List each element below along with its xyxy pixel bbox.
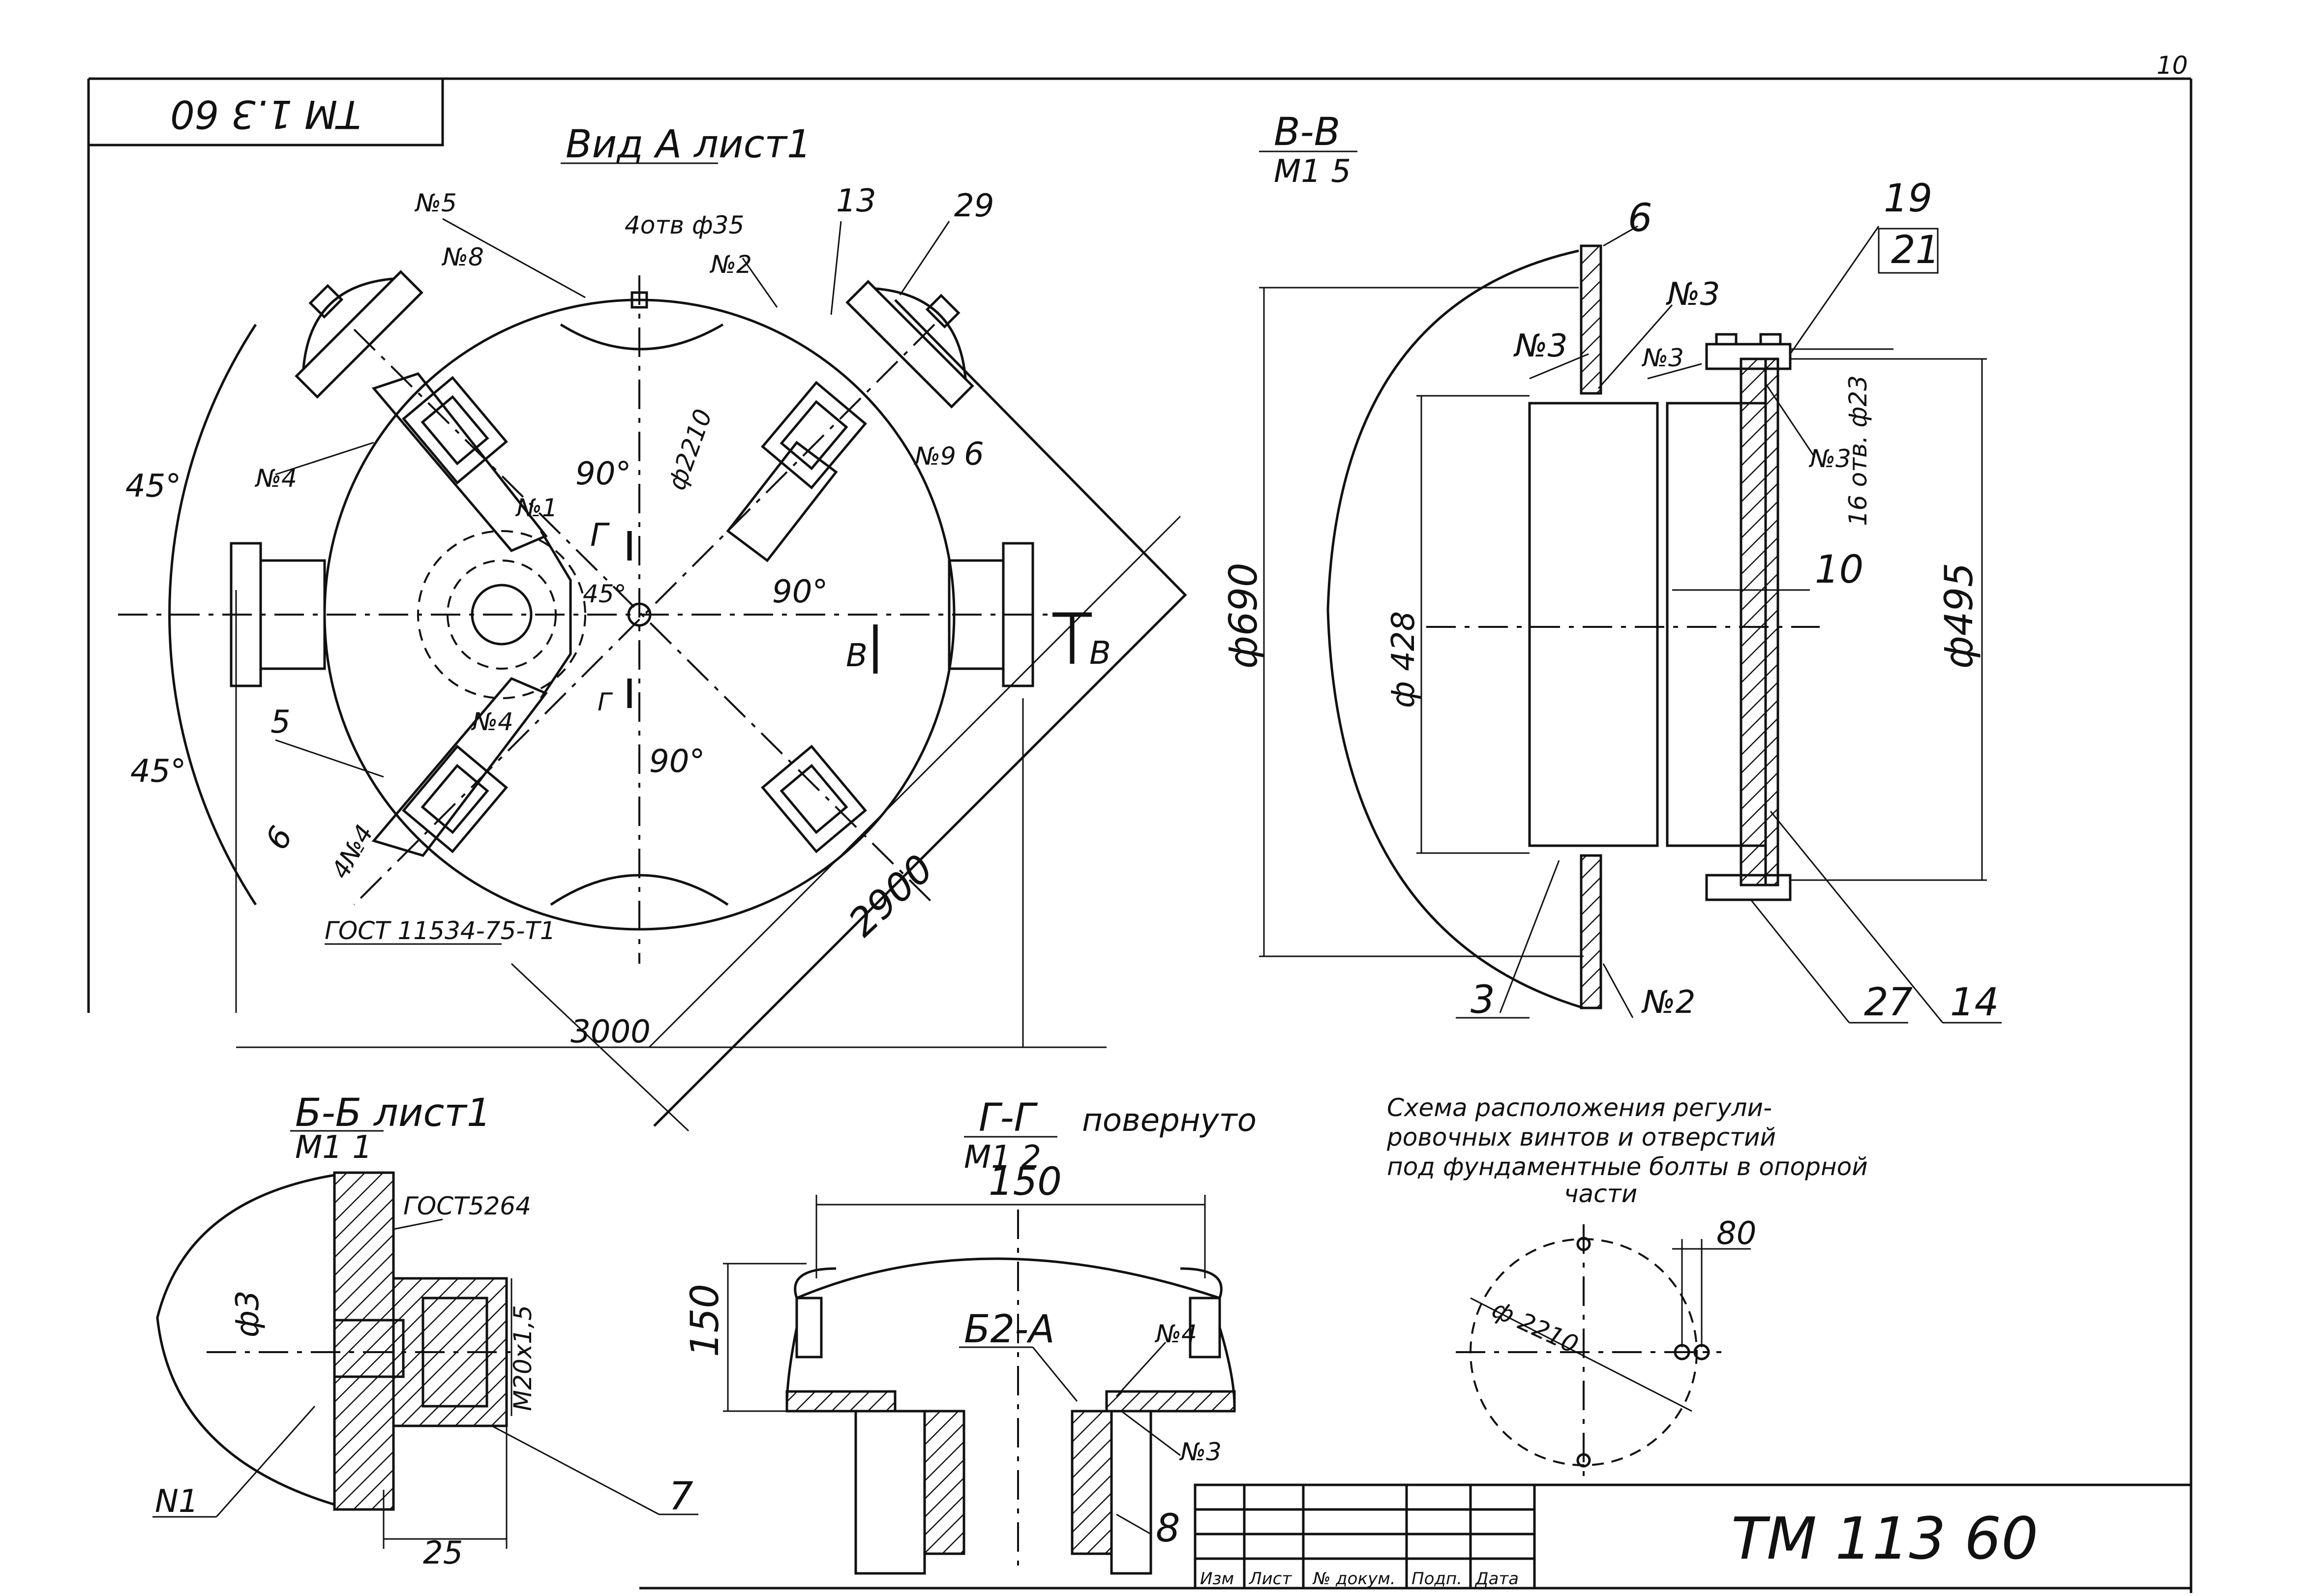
section-v-label-428: ф 428	[1385, 611, 1422, 708]
section-b-outline	[156, 1174, 335, 1506]
section-b-label-7: 7	[669, 1475, 693, 1519]
hatch-cover	[796, 1257, 1220, 1300]
label-dia: ф2210	[662, 406, 718, 494]
hub-outer	[417, 530, 586, 699]
label-90-c: 90°	[649, 743, 705, 780]
hatch-top-right	[845, 280, 974, 409]
label-sec-g-top: Г	[590, 517, 610, 554]
label-n1: №1	[515, 494, 558, 522]
scheme-label-80: 80	[1716, 1215, 1756, 1252]
section-v-label-n3-d: №3	[1808, 444, 1851, 473]
support-block-top-left	[402, 376, 508, 485]
label-45-small: 45°	[583, 580, 627, 608]
label-29: 29	[954, 188, 994, 224]
label-3000: 3000	[570, 1014, 651, 1050]
section-v-label-holes: 16 отв. ф23	[1844, 375, 1872, 526]
section-b-scale: М1 1	[295, 1129, 372, 1166]
label-n5: №5	[414, 189, 457, 217]
section-b-label-25: 25	[423, 1535, 463, 1571]
section-v-label-6: 6	[1628, 196, 1652, 240]
label-n2: №2	[709, 250, 752, 279]
label-6: 6	[964, 436, 984, 473]
hatch-top-left	[295, 270, 423, 399]
section-v-title: В-В	[1274, 110, 1340, 154]
scheme-caption-3: под фундаментные болты в опорной	[1387, 1153, 1868, 1181]
outer-arc	[168, 324, 257, 906]
section-b-label-dia3: ф3	[230, 1291, 266, 1337]
section-b-label-n1: N1	[155, 1483, 199, 1520]
section-v-label-21: 21	[1891, 228, 1940, 272]
nozzle-pipe	[1528, 402, 1659, 847]
label-90-a: 90°	[575, 456, 631, 492]
section-v-label-27: 27	[1864, 980, 1913, 1025]
section-v-label-n3-a: №3	[1666, 276, 1720, 313]
section-g-label-8: 8	[1156, 1507, 1180, 1551]
section-v-label-495: ф495	[1937, 562, 1982, 669]
scheme-caption-4: части	[1564, 1180, 1637, 1208]
label-gost: ГОСТ 11534-75-Т1	[325, 916, 556, 945]
label-90-b: 90°	[772, 574, 828, 610]
section-g-scale: М1 2	[964, 1139, 1041, 1176]
label-n9: №9	[913, 442, 956, 471]
flange-plate	[1740, 357, 1767, 887]
shell-curve	[1326, 249, 1584, 1009]
label-45-bot: 45°	[130, 753, 186, 790]
section-v-label-10: 10	[1815, 548, 1863, 592]
support-block-top-right	[761, 381, 867, 490]
page-number: 10	[2157, 51, 2188, 80]
shell-wall	[1580, 244, 1602, 395]
label-5: 5	[270, 704, 291, 740]
section-g: Г-Г повернуто М1 2 150 150 Б2-А №4 №3	[683, 1096, 1257, 1575]
section-b: Б-Б лист1 М1 1 ГОСТ5264 ф3 М20х1,5 N1 7 …	[152, 1091, 698, 1571]
view-a: Вид А лист1	[118, 122, 1187, 1132]
label-sec-b-right: В	[1089, 635, 1111, 672]
label-6-low: 6	[259, 821, 300, 856]
label-holes: 4отв ф35	[625, 211, 744, 239]
stamp-code: ТМ 1.3 60	[170, 91, 361, 136]
section-v: В-В М1 5	[1222, 110, 2002, 1025]
tb-header-1: Лист	[1248, 1569, 1292, 1589]
section-b-label-thread: М20х1,5	[509, 1305, 537, 1411]
tb-header-4: Дата	[1474, 1569, 1519, 1589]
label-13: 13	[836, 183, 876, 219]
section-g-label-n3: №3	[1179, 1438, 1222, 1466]
bolt-scheme: Схема расположения регули- ровочных винт…	[1386, 1094, 1868, 1485]
tb-header-2: № докум.	[1312, 1569, 1396, 1589]
section-g-label-150-v: 150	[683, 1284, 727, 1357]
drawing-designation: ТМ 113 60	[1731, 1505, 2038, 1572]
section-g-label-150-h: 150	[989, 1160, 1062, 1204]
section-g-subtitle: повернуто	[1082, 1102, 1257, 1139]
label-n4-top: №4	[254, 464, 297, 493]
label-sec-b-left: В	[846, 638, 868, 674]
label-45-top: 45°	[125, 468, 181, 504]
section-v-label-690: ф690	[1222, 562, 1266, 669]
section-g-label-n4: №4	[1154, 1320, 1197, 1348]
section-g-title: Г-Г	[979, 1096, 1038, 1140]
section-b-title: Б-Б лист1	[295, 1091, 491, 1135]
label-sec-g-bot: Г	[598, 688, 613, 716]
section-v-label-n3-c: №3	[1641, 344, 1684, 372]
section-v-label-n3-b: №3	[1513, 328, 1567, 364]
section-v-label-14: 14	[1950, 980, 1999, 1025]
section-g-label-weld: Б2-А	[964, 1307, 1055, 1352]
label-n8: №8	[441, 243, 484, 271]
section-v-label-n2: №2	[1641, 984, 1695, 1021]
tb-header-3: Подп.	[1411, 1569, 1462, 1589]
tb-header-0: Изм	[1200, 1569, 1234, 1589]
section-v-label-19: 19	[1884, 177, 1932, 221]
view-a-title: Вид А лист1	[566, 122, 811, 167]
label-n4-bot: 4№4	[326, 820, 379, 884]
scheme-caption-2: ровочных винтов и отверстий	[1386, 1123, 1776, 1152]
stamp-box: ТМ 1.3 60	[89, 79, 444, 147]
section-v-scale: М1 5	[1274, 153, 1351, 190]
scheme-label-dia: ф 2210	[1488, 1295, 1583, 1359]
support-block-bottom-left	[402, 744, 508, 854]
section-b-label-weld: ГОСТ5264	[403, 1192, 531, 1220]
scheme-caption-1: Схема расположения регули-	[1387, 1094, 1772, 1122]
section-v-label-3: 3	[1471, 978, 1495, 1022]
support-block-bottom-right	[761, 744, 867, 854]
label-n4-mid: №4	[471, 708, 513, 736]
title-block: Изм Лист № докум. Подп. Дата ТМ 113 60	[1194, 1483, 2192, 1590]
